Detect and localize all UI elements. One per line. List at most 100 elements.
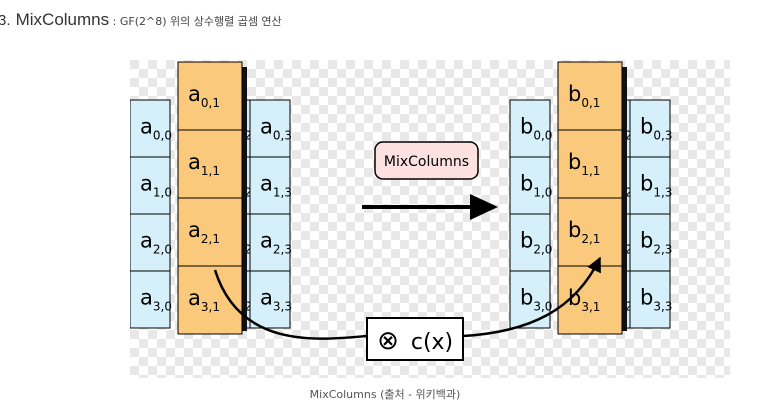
column-out-curve bbox=[462, 256, 602, 338]
cell-letter: a bbox=[140, 286, 153, 310]
a-column-cell-3: a3,1 bbox=[177, 265, 243, 335]
cell-label: b2,1 bbox=[568, 218, 600, 246]
cell-subscript: 3,0 bbox=[533, 300, 552, 314]
b-cell-2-0: b2,0 bbox=[509, 213, 552, 272]
cell-label: a3,1 bbox=[188, 286, 220, 314]
cell-label: a0,1 bbox=[188, 82, 220, 110]
a-cell-3-0: a3,0 bbox=[129, 270, 172, 329]
a-cell-1-3: a1,3 bbox=[249, 156, 292, 215]
transform-arrow-head bbox=[470, 194, 498, 220]
cell-letter: a bbox=[140, 229, 153, 253]
b-cell-3-0: b3,0 bbox=[509, 270, 552, 329]
section-subtitle: : GF(2^8) 위의 상수행렬 곱셈 연산 bbox=[109, 15, 282, 28]
a-cell-0-0: a0,0 bbox=[129, 99, 172, 158]
cell-subscript: 0,3 bbox=[273, 129, 292, 143]
section-heading: 3. MixColumns : GF(2^8) 위의 상수행렬 곱셈 연산 bbox=[0, 10, 282, 30]
cell-letter: a bbox=[260, 115, 273, 139]
cell-label: a2,0 bbox=[140, 229, 172, 257]
cell-label: b1,1 bbox=[568, 150, 600, 178]
b-cell-1-3: b1,3 bbox=[629, 156, 672, 215]
cx-label: c(x) bbox=[411, 330, 453, 355]
cell-label: a0,0 bbox=[140, 115, 172, 143]
mixcolumns-op-box: MixColumns bbox=[374, 141, 479, 180]
cell-subscript: 3,3 bbox=[653, 300, 672, 314]
cell-letter: b bbox=[640, 172, 653, 196]
cell-label: b3,0 bbox=[520, 286, 552, 314]
cell-label: a2,3 bbox=[260, 229, 292, 257]
cell-letter: b bbox=[520, 229, 533, 253]
mixcolumns-figure: a0,0a0,2a0,3a1,0a1,2a1,3a2,0a2,2a2,3a3,0… bbox=[129, 60, 730, 378]
section-number: 3. bbox=[0, 12, 11, 29]
cell-subscript: 0,0 bbox=[533, 129, 552, 143]
cell-label: b0,3 bbox=[640, 115, 672, 143]
cell-subscript: 1,3 bbox=[653, 186, 672, 200]
cell-letter: a bbox=[140, 115, 153, 139]
b-cell-0-0: b0,0 bbox=[509, 99, 552, 158]
cell-label: b1,3 bbox=[640, 172, 672, 200]
cell-subscript: 1,1 bbox=[201, 164, 220, 178]
mixcolumns-op-label: MixColumns bbox=[384, 154, 469, 170]
b-cell-2-3: b2,3 bbox=[629, 213, 672, 272]
cell-letter: a bbox=[188, 286, 201, 310]
a-column-cell-1: a1,1 bbox=[177, 129, 243, 199]
cell-letter: b bbox=[568, 150, 581, 174]
cell-letter: a bbox=[260, 229, 273, 253]
cell-letter: a bbox=[188, 150, 201, 174]
cell-label: a0,3 bbox=[260, 115, 292, 143]
cell-letter: b bbox=[520, 115, 533, 139]
a-cell-1-0: a1,0 bbox=[129, 156, 172, 215]
cell-subscript: 3,3 bbox=[273, 300, 292, 314]
cell-subscript: 2,3 bbox=[273, 243, 292, 257]
b-cell-1-0: b1,0 bbox=[509, 156, 552, 215]
cell-letter: b bbox=[520, 172, 533, 196]
figure-caption: MixColumns (출처 - 위키백과) bbox=[309, 388, 461, 401]
cx-multiplier-box: ⊗ c(x) bbox=[366, 317, 464, 361]
a-column-cell-2: a2,1 bbox=[177, 197, 243, 267]
cell-subscript: 3,0 bbox=[153, 300, 172, 314]
cell-subscript: 2,1 bbox=[581, 232, 600, 246]
cell-letter: b bbox=[568, 218, 581, 242]
b-column-cell-2: b2,1 bbox=[557, 197, 623, 267]
cell-label: a1,3 bbox=[260, 172, 292, 200]
cell-letter: b bbox=[568, 82, 581, 106]
cell-subscript: 0,1 bbox=[201, 96, 220, 110]
cell-letter: a bbox=[260, 286, 273, 310]
cell-subscript: 1,0 bbox=[533, 186, 552, 200]
cell-subscript: 1,3 bbox=[273, 186, 292, 200]
state-matrix-b: b0,0b0,2b0,3b1,0b1,2b1,3b2,0b2,2b2,3b3,0… bbox=[509, 61, 672, 335]
b-column-cell-1: b1,1 bbox=[557, 129, 623, 199]
cell-letter: a bbox=[188, 218, 201, 242]
cell-subscript: 0,3 bbox=[653, 129, 672, 143]
cell-subscript: 2,0 bbox=[153, 243, 172, 257]
a-cell-3-3: a3,3 bbox=[249, 270, 292, 329]
b-column-cell-0: b0,1 bbox=[557, 61, 623, 131]
cell-label: b3,3 bbox=[640, 286, 672, 314]
b-cell-3-3: b3,3 bbox=[629, 270, 672, 329]
cell-letter: a bbox=[260, 172, 273, 196]
cell-subscript: 2,3 bbox=[653, 243, 672, 257]
cell-label: b1,0 bbox=[520, 172, 552, 200]
cell-subscript: 1,0 bbox=[153, 186, 172, 200]
cell-label: a2,1 bbox=[188, 218, 220, 246]
cell-label: a1,0 bbox=[140, 172, 172, 200]
a-cell-2-0: a2,0 bbox=[129, 213, 172, 272]
cell-letter: b bbox=[640, 115, 653, 139]
cell-letter: a bbox=[188, 82, 201, 106]
mixcolumns-diagram: a0,0a0,2a0,3a1,0a1,2a1,3a2,0a2,2a2,3a3,0… bbox=[129, 60, 730, 378]
cell-letter: a bbox=[140, 172, 153, 196]
cell-letter: b bbox=[520, 286, 533, 310]
state-matrix-a: a0,0a0,2a0,3a1,0a1,2a1,3a2,0a2,2a2,3a3,0… bbox=[129, 61, 292, 335]
b-cell-0-3: b0,3 bbox=[629, 99, 672, 158]
cell-subscript: 3,1 bbox=[581, 300, 600, 314]
cell-label: b0,0 bbox=[520, 115, 552, 143]
cell-subscript: 0,0 bbox=[153, 129, 172, 143]
cell-label: b2,0 bbox=[520, 229, 552, 257]
cell-subscript: 3,1 bbox=[201, 300, 220, 314]
cell-label: b0,1 bbox=[568, 82, 600, 110]
cell-label: a1,1 bbox=[188, 150, 220, 178]
cell-subscript: 2,1 bbox=[201, 232, 220, 246]
cell-letter: b bbox=[640, 286, 653, 310]
cell-label: b2,3 bbox=[640, 229, 672, 257]
a-column-cell-0: a0,1 bbox=[177, 61, 243, 131]
cell-subscript: 0,1 bbox=[581, 96, 600, 110]
